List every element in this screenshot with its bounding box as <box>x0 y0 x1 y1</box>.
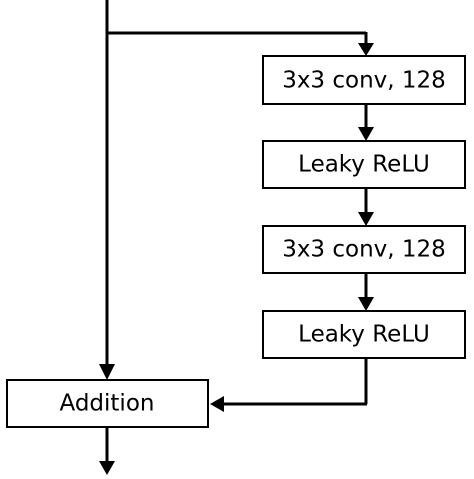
node-addition-label: Addition <box>60 391 155 417</box>
skip-arrowhead <box>99 364 115 380</box>
node-relu1 <box>262 140 466 189</box>
arrowhead-to-conv1 <box>358 43 374 56</box>
arrowhead-to-relu2 <box>358 297 374 311</box>
node-relu2-label: Leaky ReLU <box>298 322 430 348</box>
arrowhead-to-relu1 <box>358 127 374 141</box>
node-conv1-label: 3x3 conv, 128 <box>282 68 446 94</box>
node-relu2 <box>262 310 466 359</box>
node-relu1-label: Leaky ReLU <box>298 152 430 178</box>
node-conv2 <box>262 225 466 274</box>
output-arrowhead <box>99 461 115 475</box>
node-conv2-label: 3x3 conv, 128 <box>282 237 446 263</box>
arrowhead-to-conv2 <box>358 212 374 226</box>
node-conv1 <box>262 55 466 105</box>
arrowhead-to-addition <box>210 396 224 412</box>
node-addition <box>6 379 209 428</box>
